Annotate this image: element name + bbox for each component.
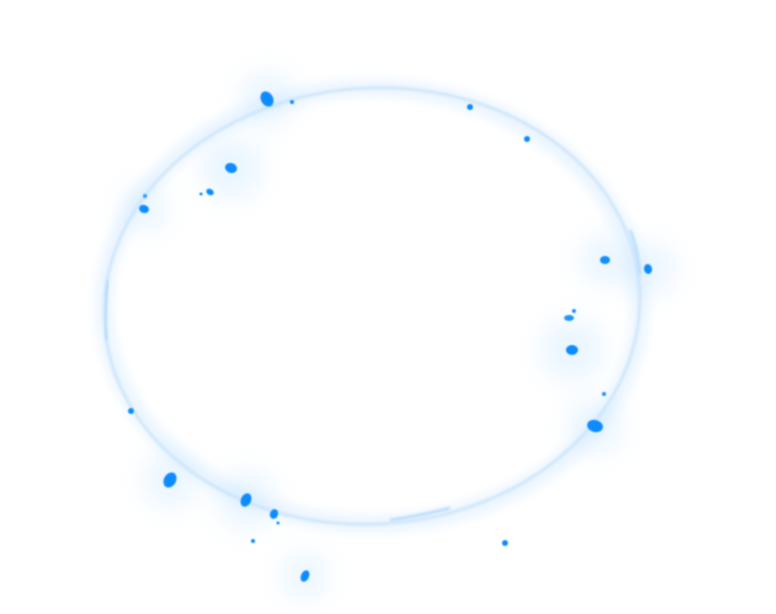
particle-group xyxy=(122,73,674,598)
particle xyxy=(163,472,177,488)
particle xyxy=(276,521,280,525)
particle xyxy=(502,540,508,546)
particle xyxy=(240,493,252,507)
particle xyxy=(587,419,603,433)
particle xyxy=(572,309,576,313)
particle xyxy=(206,188,214,196)
particle xyxy=(566,345,578,355)
particle xyxy=(251,539,255,543)
particle xyxy=(269,509,279,519)
particle xyxy=(128,408,134,414)
particle xyxy=(260,91,274,107)
particle xyxy=(199,192,203,196)
particle xyxy=(225,162,237,174)
particle xyxy=(564,315,574,321)
particle xyxy=(600,256,610,264)
particle xyxy=(602,392,606,396)
ring-highlight-left xyxy=(103,279,110,341)
particle xyxy=(290,100,294,104)
particle xyxy=(300,570,310,582)
ring-highlight-bottom xyxy=(389,506,451,522)
particle xyxy=(524,136,530,142)
particle xyxy=(467,104,473,110)
particle xyxy=(643,264,653,274)
particle xyxy=(139,204,149,214)
